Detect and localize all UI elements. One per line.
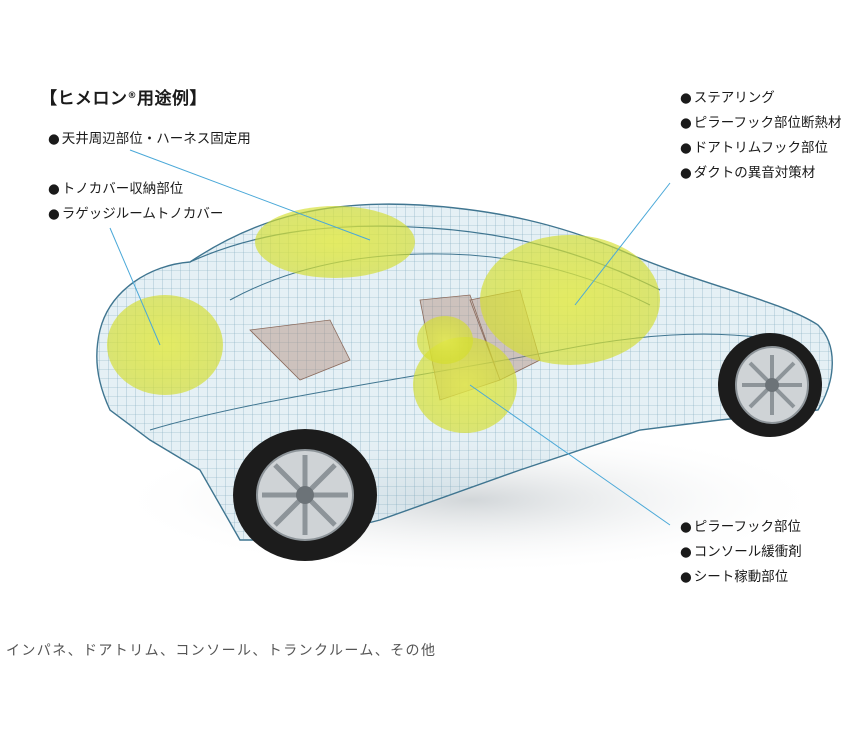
label-door-trim-hook: ドアトリムフック部位 [680, 136, 841, 161]
highlight-dashboard [480, 235, 660, 365]
registered-mark: ® [127, 91, 137, 101]
title-suffix: 用途例】 [137, 89, 207, 109]
rear-wheel [233, 429, 377, 561]
highlight-tonneau [107, 295, 223, 395]
label-pillar-hook: ピラーフック部位 [680, 515, 802, 540]
label-luggage-tonneau: ラゲッジルームトノカバー [48, 202, 224, 227]
title-prefix: 【ヒメロン [40, 89, 128, 109]
label-group-tonneau: トノカバー収納部位 ラゲッジルームトノカバー [48, 177, 224, 227]
label-tonneau-storage: トノカバー収納部位 [48, 177, 223, 202]
label-ceiling-harness: 天井周辺部位・ハーネス固定用 [48, 127, 251, 152]
highlight-ceiling [255, 206, 415, 278]
label-steering: ステアリング [680, 86, 841, 111]
label-group-ceiling: 天井周辺部位・ハーネス固定用 [48, 127, 251, 152]
front-wheel [718, 333, 822, 437]
label-group-front: ステアリング ピラーフック部位断熱材 ドアトリムフック部位 ダクトの異音対策材 [680, 86, 842, 186]
label-pillar-hook-insulation: ピラーフック部位断熱材 [680, 111, 842, 136]
label-group-pillar: ピラーフック部位 コンソール緩衝剤 シート稼動部位 [680, 515, 802, 590]
leader-lines [109, 149, 671, 526]
usage-title: 【ヒメロン®用途例】 [40, 84, 207, 109]
label-duct-noise: ダクトの異音対策材 [680, 161, 841, 186]
usage-summary-text: インパネ、ドアトリム、コンソール、トランクルーム、その他 [6, 643, 437, 659]
highlight-pillar [417, 316, 473, 364]
label-console-cushion: コンソール緩衝剤 [680, 540, 802, 565]
label-seat-moving: シート稼動部位 [680, 565, 802, 590]
